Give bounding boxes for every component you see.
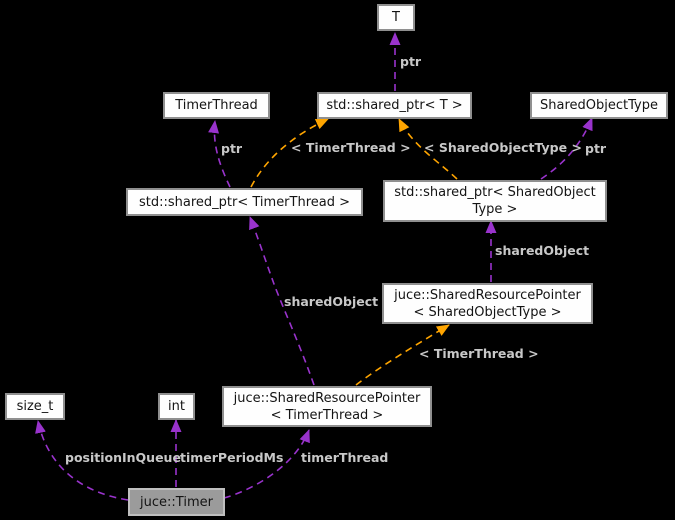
edge-label-timer-thread-member: timerThread — [301, 450, 389, 465]
node-label: std::shared_ptr< TimerThread > — [138, 194, 351, 210]
node-label: std::shared_ptr< T > — [326, 98, 463, 113]
node-int[interactable]: int — [158, 393, 195, 420]
edge-label-shared-object-left: sharedObject — [284, 294, 379, 309]
node-label: std::shared_ptr< SharedObject — [394, 185, 596, 200]
node-size-t[interactable]: size_t — [5, 393, 65, 420]
node-std-shared-ptr-t[interactable]: std::shared_ptr< T > — [317, 92, 472, 119]
edge-label-template-timer-thread-lower: < TimerThread > — [419, 346, 539, 361]
node-label: Type > — [472, 202, 518, 217]
edge-ptr-to-timer-thread — [208, 120, 231, 188]
edge-label-ptr-timer-thread: ptr — [221, 141, 243, 156]
edge-template-timer-thread-to-shared-ptr-t — [250, 118, 329, 188]
edge-position-in-queue — [35, 420, 129, 501]
node-std-shared-ptr-timer-thread[interactable]: std::shared_ptr< TimerThread > — [126, 188, 363, 216]
edge-label-timer-period-ms: timerPeriodMs — [180, 450, 284, 465]
edge-label-ptr-shared-object-type: ptr — [585, 141, 607, 156]
node-t[interactable]: T — [377, 4, 415, 31]
node-juce-shared-resource-pointer-shared-object-type[interactable]: juce::SharedResourcePointer < SharedObje… — [382, 283, 593, 324]
edge-ptr-to-shared-object-type — [540, 117, 593, 180]
edge-template-timer-thread-lower — [355, 324, 450, 386]
node-label: TimerThread — [175, 98, 258, 113]
node-juce-shared-resource-pointer-timer-thread[interactable]: juce::SharedResourcePointer < TimerThrea… — [222, 386, 432, 427]
node-label: int — [168, 399, 185, 414]
node-std-shared-ptr-shared-object-type[interactable]: std::shared_ptr< SharedObject Type > — [383, 180, 607, 222]
edge-label-template-timer-thread-upper: < TimerThread > — [291, 140, 411, 155]
node-shared-object-type[interactable]: SharedObjectType — [530, 92, 668, 119]
node-label: size_t — [16, 399, 54, 414]
node-juce-timer: juce::Timer — [128, 488, 225, 516]
node-label: juce::SharedResourcePointer — [233, 390, 421, 406]
edge-label-shared-object-right: sharedObject — [495, 243, 590, 258]
node-label: juce::Timer — [140, 494, 213, 510]
edge-shared-object-left — [249, 216, 315, 386]
edge-template-shared-object-type-to-shared-ptr-t — [398, 118, 458, 180]
node-label: < SharedObjectType > — [413, 304, 562, 320]
node-label: SharedObjectType — [540, 98, 658, 113]
edge-timer-thread-member — [223, 429, 310, 499]
edge-label-template-shared-object-type: < SharedObjectType > — [424, 140, 582, 155]
node-timer-thread[interactable]: TimerThread — [163, 92, 270, 119]
node-label: juce::SharedResourcePointer — [394, 287, 581, 303]
node-label: < TimerThread > — [270, 407, 384, 423]
edge-label-ptr-t: ptr — [400, 54, 422, 69]
node-label: T — [392, 10, 400, 25]
edge-label-position-in-queue: positionInQueue — [65, 450, 181, 465]
